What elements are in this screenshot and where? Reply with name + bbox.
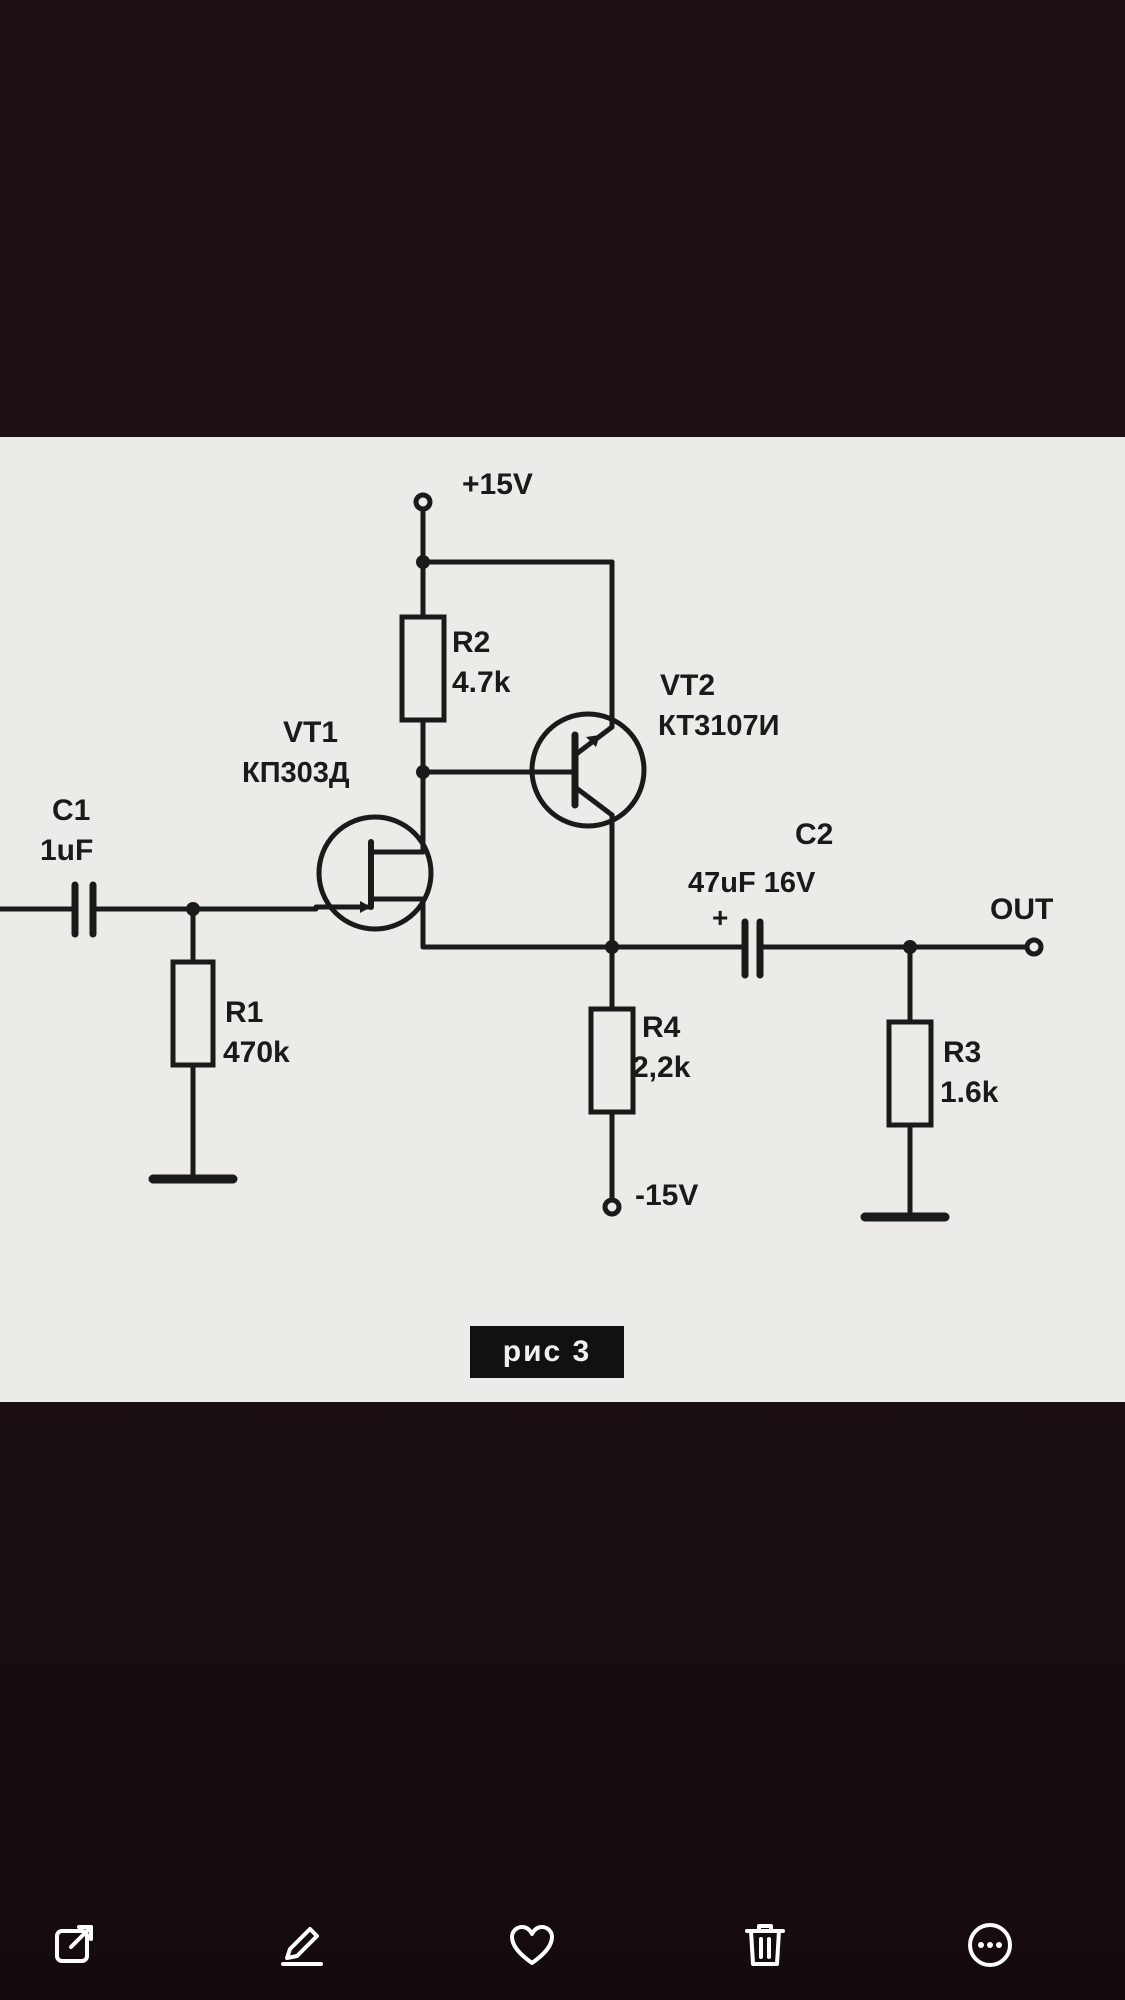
- schematic-photo: +15V R2 4.7k VT1 КП303Д VT2 КТ3107И C1 1…: [0, 437, 1125, 1402]
- vt2-part-label: КТ3107И: [658, 710, 780, 742]
- r4-value-label: 2,2k: [632, 1051, 691, 1084]
- vt1-ref-label: VT1: [283, 716, 338, 749]
- circuit-diagram: +15V R2 4.7k VT1 КП303Д VT2 КТ3107И C1 1…: [0, 468, 1053, 1222]
- transistor-vt1: [316, 814, 434, 932]
- c1-value-label: 1uF: [40, 834, 93, 867]
- supply-negative-label: -15V: [635, 1179, 698, 1212]
- bottom-toolbar: [0, 1890, 1125, 2000]
- r3-value-label: 1.6k: [940, 1076, 999, 1109]
- resistor-r2: [399, 614, 447, 723]
- r1-value-label: 470k: [223, 1036, 290, 1069]
- negative-supply-terminal: [602, 1197, 622, 1217]
- favorite-icon: [510, 1925, 554, 1965]
- output-terminal: [1024, 937, 1044, 957]
- vt2-ref-label: VT2: [660, 669, 715, 702]
- resistor-r3: [886, 1019, 934, 1128]
- edit-icon: [281, 1927, 323, 1966]
- share-icon: [55, 1925, 93, 1963]
- r4-ref-label: R4: [642, 1011, 681, 1044]
- resistor-r1: [170, 959, 216, 1068]
- edit-button[interactable]: [247, 1890, 357, 2000]
- r2-ref-label: R2: [452, 626, 490, 659]
- delete-button[interactable]: [710, 1890, 820, 2000]
- more-icon: [968, 1923, 1012, 1967]
- c2-ref-label: C2: [795, 818, 833, 851]
- c2-value-label: 47uF 16V: [688, 867, 816, 899]
- more-options-button[interactable]: [935, 1890, 1045, 2000]
- supply-positive-label: +15V: [462, 468, 533, 501]
- c2-polarity-label: +: [712, 902, 728, 933]
- favorite-button[interactable]: [477, 1890, 587, 2000]
- resistor-r4: [588, 1006, 636, 1115]
- c1-ref-label: C1: [52, 794, 90, 827]
- vt1-part-label: КП303Д: [242, 757, 350, 789]
- share-button[interactable]: [20, 1890, 130, 2000]
- figure-caption: рис 3: [470, 1326, 624, 1378]
- output-label: OUT: [990, 893, 1053, 926]
- delete-icon: [745, 1924, 785, 1966]
- r2-value-label: 4.7k: [452, 666, 511, 699]
- r3-ref-label: R3: [943, 1036, 981, 1069]
- r1-ref-label: R1: [225, 996, 263, 1029]
- transistor-vt2: [529, 711, 647, 829]
